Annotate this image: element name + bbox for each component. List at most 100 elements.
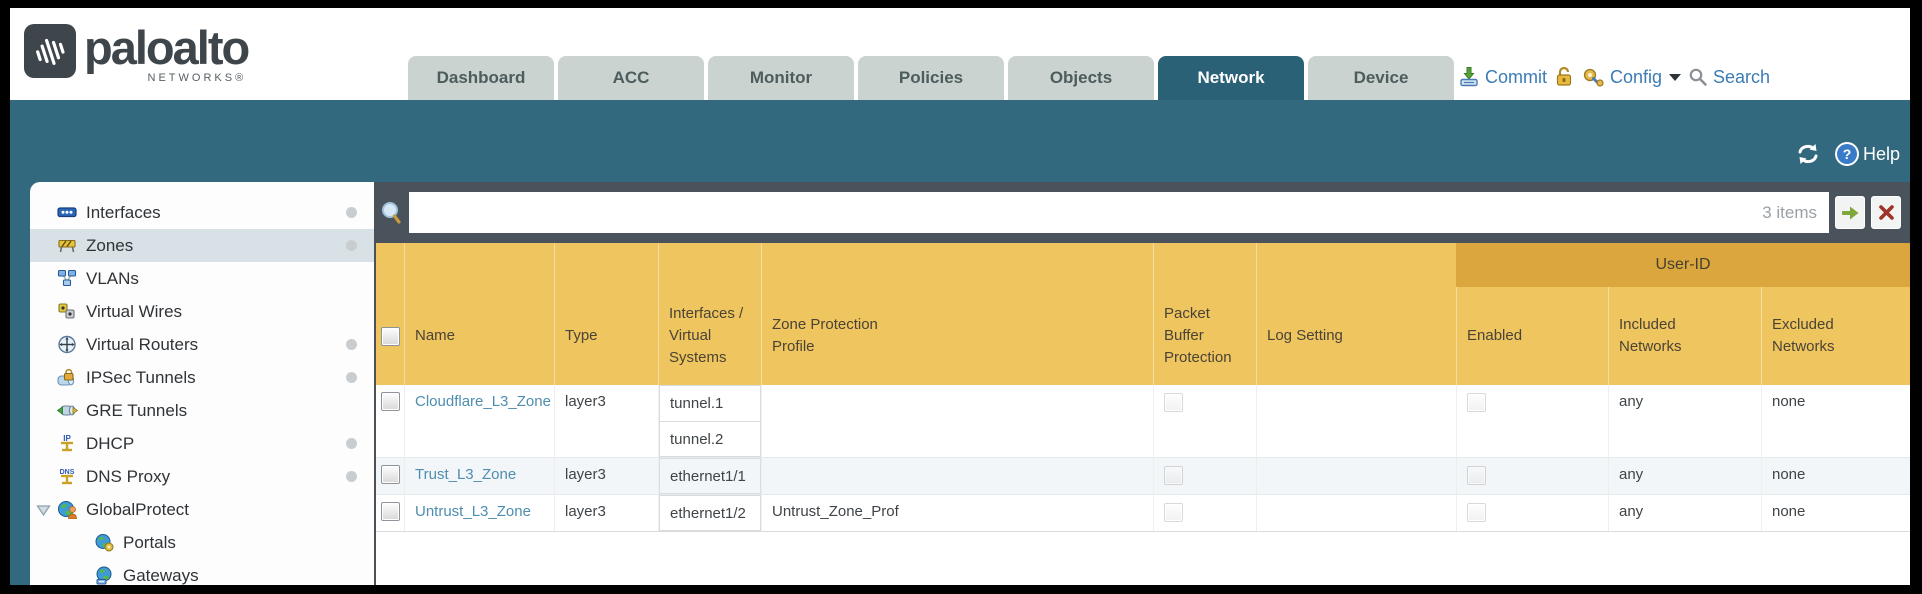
filter-input-wrap: 3 items <box>409 192 1829 233</box>
sidebar-item-label: Gateways <box>123 565 199 585</box>
zone-protection-cell <box>761 385 1153 457</box>
sidebar-item-gre-tunnels[interactable]: GRE Tunnels <box>30 394 374 427</box>
column-header-log-setting[interactable]: Log Setting <box>1256 243 1456 385</box>
packet-buffer-checkbox <box>1164 503 1183 522</box>
tab-monitor[interactable]: Monitor <box>708 56 854 100</box>
sidebar-item-virtual-routers[interactable]: Virtual Routers <box>30 328 374 361</box>
interface-value: ethernet1/2 <box>659 495 761 531</box>
column-header-excluded-networks[interactable]: Excluded Networks <box>1761 287 1910 385</box>
items-count: 3 items <box>1762 202 1817 222</box>
sidebar-item-globalprotect[interactable]: GlobalProtect <box>30 493 374 526</box>
row-check-cell <box>376 458 404 494</box>
interface-value: tunnel.2 <box>659 421 761 457</box>
row-checkbox[interactable] <box>381 465 400 484</box>
status-dot <box>346 240 357 251</box>
status-dot <box>346 372 357 383</box>
column-header-label: Included Networks <box>1619 316 1682 355</box>
lock-icon[interactable] <box>1554 66 1574 88</box>
header-check-cell <box>376 243 404 385</box>
included-networks-cell: any <box>1608 458 1761 494</box>
tab-acc[interactable]: ACC <box>558 56 704 100</box>
user-id-columns: Enabled Included Networks Excluded Network… <box>1456 287 1910 385</box>
name-cell: Untrust_L3_Zone <box>404 495 554 531</box>
sidebar-item-portals[interactable]: Portals <box>30 526 374 559</box>
green-arrow-icon <box>1840 205 1860 221</box>
virtual-routers-icon <box>57 335 79 354</box>
column-header-included-networks[interactable]: Included Networks <box>1608 287 1761 385</box>
select-all-checkbox[interactable] <box>381 326 400 346</box>
sidebar-item-zones[interactable]: Zones <box>30 229 374 262</box>
row-checkbox[interactable] <box>381 502 400 521</box>
chevron-down-icon <box>1669 73 1682 81</box>
interfaces-cell: ethernet1/2 <box>658 495 761 531</box>
sidebar-item-label: Zones <box>86 235 134 255</box>
help-button[interactable]: ? Help <box>1834 142 1900 166</box>
included-networks-cell: any <box>1608 385 1761 457</box>
filter-input[interactable] <box>421 202 1763 223</box>
tab-objects[interactable]: Objects <box>1008 56 1154 100</box>
column-header-name[interactable]: Name <box>404 243 554 385</box>
column-header-interfaces-virtual-systems[interactable]: Interfaces / Virtual Systems <box>658 243 761 385</box>
help-icon: ? <box>1834 142 1859 166</box>
search-label: Search <box>1713 66 1771 87</box>
zone-name-link[interactable]: Trust_L3_Zone <box>415 466 517 483</box>
svg-text:DNS: DNS <box>60 469 75 476</box>
refresh-icon[interactable] <box>1795 142 1821 166</box>
sidebar-item-vlans[interactable]: VLANs <box>30 262 374 295</box>
header-actions: Commit Config Search <box>1458 62 1770 92</box>
sidebar-item-dns-proxy[interactable]: DNS DNS Proxy <box>30 460 374 493</box>
column-header-label: Interfaces / Virtual Systems <box>669 305 744 366</box>
user-id-enabled-cell <box>1456 385 1608 457</box>
status-dot <box>346 207 357 218</box>
column-header-type[interactable]: Type <box>554 243 658 385</box>
paloalto-logo-icon <box>24 24 76 78</box>
filter-toolbar: 3 items <box>376 182 1910 243</box>
interfaces-icon <box>57 203 79 222</box>
tab-dashboard[interactable]: Dashboard <box>408 56 554 100</box>
zone-protection-cell <box>761 458 1153 494</box>
zone-name-link[interactable]: Cloudflare_L3_Zone <box>415 393 551 410</box>
user-id-enabled-checkbox <box>1467 393 1486 412</box>
column-header-zone-protection-profile[interactable]: Zone Protection Profile <box>761 243 1153 385</box>
virtual-wires-icon <box>57 302 79 321</box>
tab-policies[interactable]: Policies <box>858 56 1004 100</box>
log-setting-cell <box>1256 495 1456 531</box>
expander-down-icon[interactable] <box>36 502 51 522</box>
apply-filter-button[interactable] <box>1835 196 1865 229</box>
status-dot <box>346 339 357 350</box>
status-dot <box>346 471 357 482</box>
sidebar-item-gateways[interactable]: Gateways <box>30 559 374 585</box>
teal-band: ? Help <box>10 100 1910 182</box>
commit-button[interactable]: Commit <box>1458 66 1547 88</box>
portals-icon <box>94 533 116 552</box>
type-cell: layer3 <box>554 458 658 494</box>
packet-buffer-checkbox <box>1164 466 1183 485</box>
column-header-label: Log Setting <box>1267 327 1343 345</box>
global-search-button[interactable]: Search <box>1688 67 1770 88</box>
config-icon <box>1581 66 1605 88</box>
user-id-enabled-cell <box>1456 458 1608 494</box>
column-header-label: Enabled <box>1467 327 1523 345</box>
zone-name-link[interactable]: Untrust_L3_Zone <box>415 503 531 520</box>
sidebar-item-label: VLANs <box>86 268 139 288</box>
tab-network[interactable]: Network <box>1158 56 1304 100</box>
config-menu[interactable]: Config <box>1581 66 1682 88</box>
log-setting-cell <box>1256 385 1456 457</box>
column-header-enabled[interactable]: Enabled <box>1456 287 1608 385</box>
column-header-packet-buffer-protection[interactable]: Packet Buffer Protection <box>1153 243 1256 385</box>
row-checkbox[interactable] <box>381 392 400 411</box>
sidebar-item-ipsec-tunnels[interactable]: IPSec Tunnels <box>30 361 374 394</box>
sidebar-item-label: DNS Proxy <box>86 466 171 486</box>
sidebar-item-interfaces[interactable]: Interfaces <box>30 196 374 229</box>
interfaces-cell: ethernet1/1 <box>658 458 761 494</box>
tab-device[interactable]: Device <box>1308 56 1454 100</box>
column-header-label: Packet Buffer Protection <box>1164 305 1232 366</box>
sidebar-item-virtual-wires[interactable]: Virtual Wires <box>30 295 374 328</box>
clear-filter-button[interactable] <box>1871 196 1901 229</box>
packet-buffer-cell <box>1153 385 1256 457</box>
